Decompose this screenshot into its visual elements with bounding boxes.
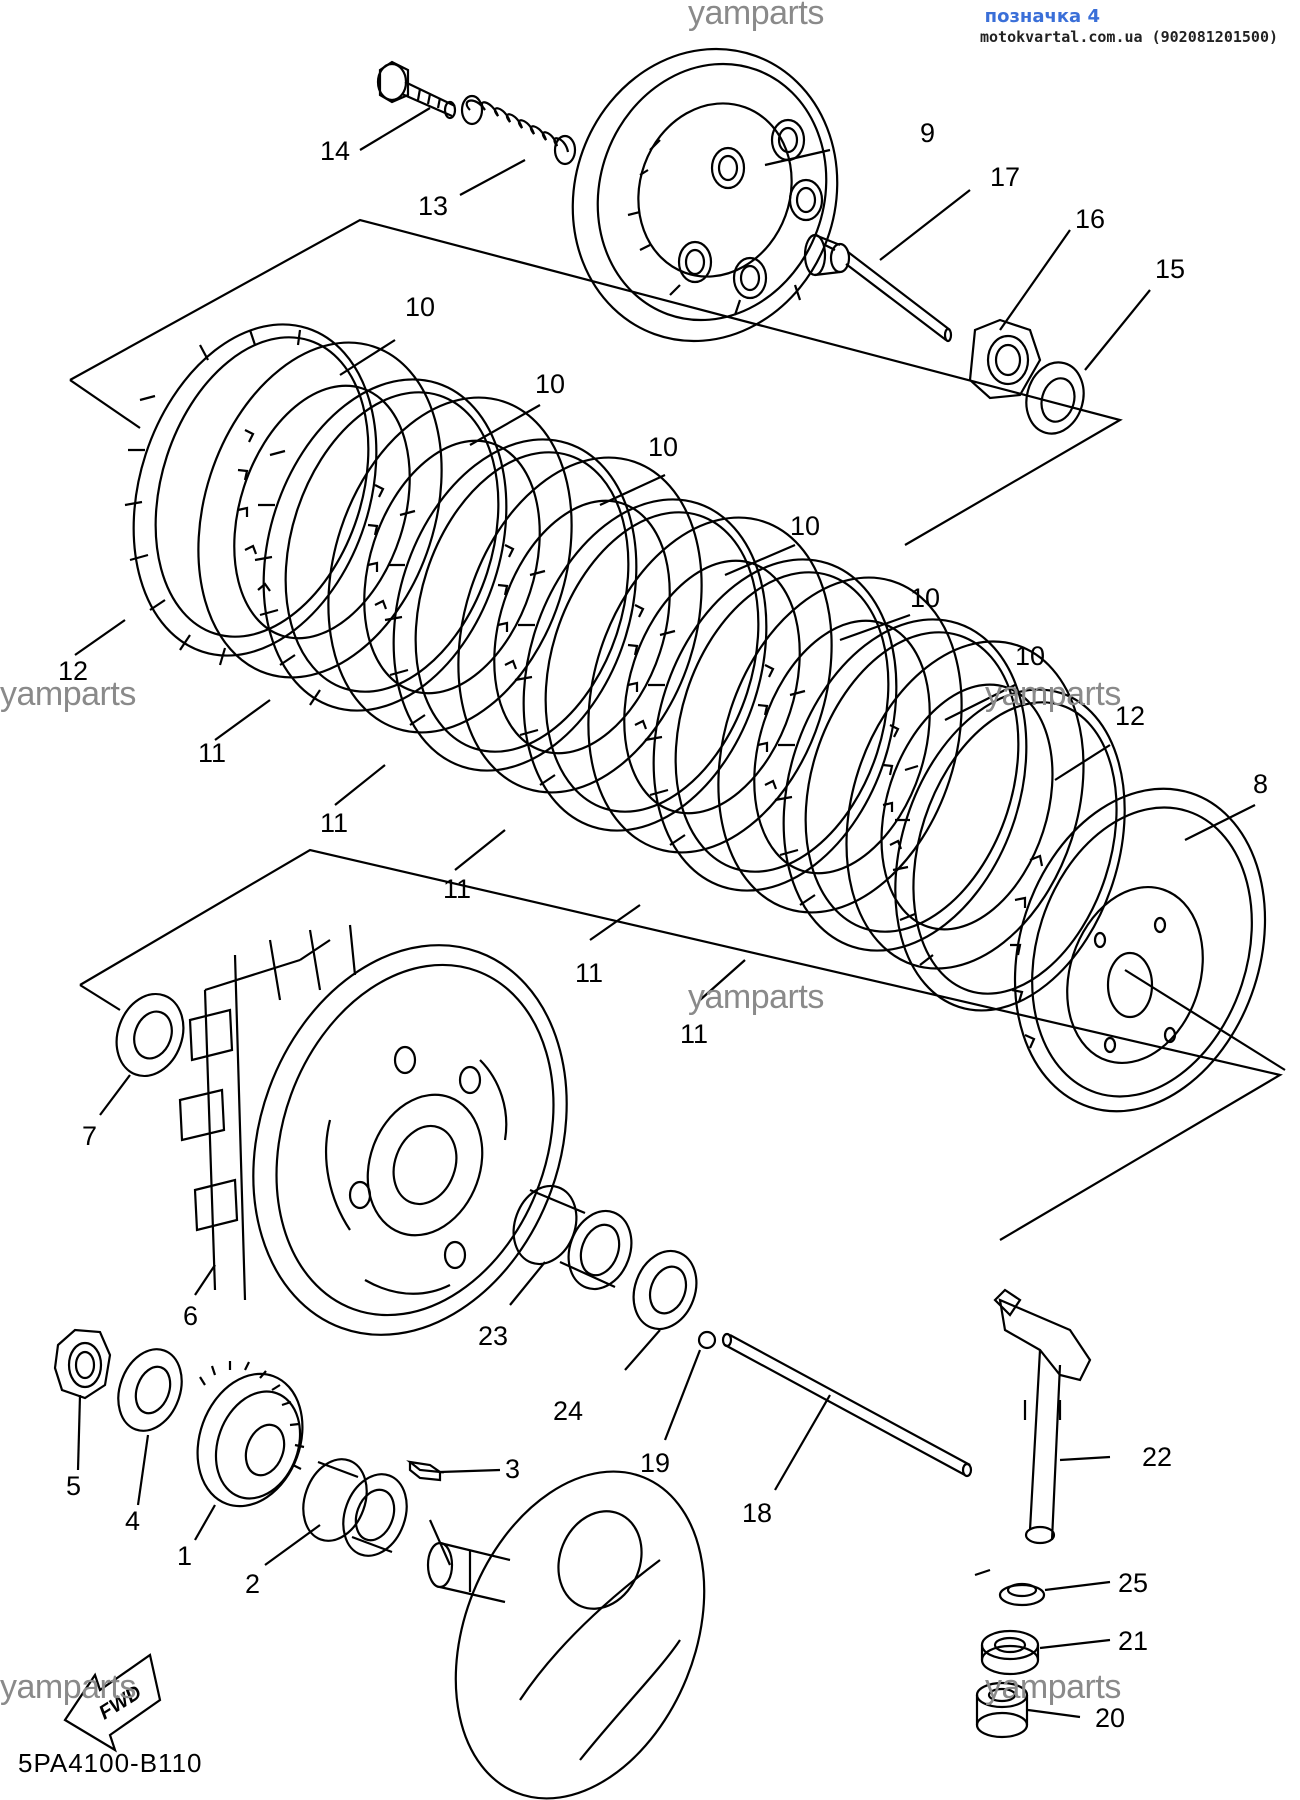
callout-10f: 10 [1015, 641, 1045, 671]
callout-13: 13 [418, 191, 448, 221]
push-rod-17 [803, 233, 953, 343]
clutch-plate-10d [587, 516, 833, 854]
clutch-plate-10c [457, 456, 703, 794]
primary-drive-gear-1 [196, 1361, 305, 1508]
callout-labels: 14 13 9 17 16 15 10 10 10 10 10 10 12 12… [58, 118, 1268, 1733]
washer-15 [1025, 361, 1085, 435]
collar-2 [302, 1458, 408, 1557]
watermark-bottom-left: yamparts [0, 1668, 136, 1706]
callout-11e: 11 [680, 1019, 708, 1049]
callout-6: 6 [183, 1301, 198, 1331]
callout-25: 25 [1118, 1568, 1148, 1598]
spring-13 [460, 94, 577, 166]
callout-11c: 11 [443, 874, 471, 904]
callout-12a: 12 [58, 656, 88, 686]
watermark-center: yamparts [688, 978, 824, 1016]
collar-23 [512, 1184, 633, 1291]
fwd-arrow [63, 1653, 162, 1753]
callout-10d: 10 [790, 511, 820, 541]
callout-7: 7 [82, 1121, 97, 1151]
callout-11a: 11 [198, 738, 226, 768]
callout-16: 16 [1075, 204, 1105, 234]
clutch-housing-6 [178, 924, 568, 1336]
circlip-25 [974, 1568, 1046, 1607]
friction-plate-11c [514, 498, 768, 832]
friction-plate-11b [384, 438, 638, 772]
friction-plate-12a [124, 323, 378, 666]
callout-10e: 10 [910, 583, 940, 613]
friction-plate-11a [254, 378, 508, 712]
nut-5 [53, 1328, 112, 1400]
diagram-code: 5PA4100-B110 [18, 1748, 203, 1778]
callout-23: 23 [478, 1321, 508, 1351]
callout-12b: 12 [1115, 701, 1145, 731]
callout-10c: 10 [648, 432, 678, 462]
hub-frame [79, 848, 1283, 1241]
callout-22: 22 [1142, 1442, 1172, 1472]
callout-21: 21 [1118, 1626, 1148, 1656]
clutch-plate-10e [717, 576, 963, 914]
friction-plate-12b [892, 688, 1126, 1012]
callout-18: 18 [742, 1498, 772, 1528]
clutch-plate-10f [845, 640, 1085, 970]
callout-2: 2 [245, 1569, 260, 1599]
friction-plate-11e [774, 618, 1028, 952]
header-label: позначка 4 [984, 6, 1100, 27]
clutch-boss-8 [1010, 787, 1267, 1113]
callout-24: 24 [553, 1396, 583, 1426]
clutch-plate-10b [327, 396, 573, 734]
push-rod-18 [721, 1332, 973, 1478]
callout-17: 17 [990, 162, 1020, 192]
callout-4: 4 [125, 1506, 140, 1536]
callout-11b: 11 [320, 808, 348, 838]
oil-seal-21 [980, 1629, 1040, 1676]
pressure-plate-9 [571, 47, 839, 343]
push-lever-shaft-22 [993, 1288, 1092, 1545]
callout-20: 20 [1095, 1703, 1125, 1733]
callout-14: 14 [320, 136, 350, 166]
watermark-left: yamparts [0, 675, 136, 713]
key-3 [406, 1460, 445, 1482]
callout-11d: 11 [575, 958, 603, 988]
bolt-14 [376, 60, 457, 120]
crankshaft [426, 1470, 706, 1800]
callout-1: 1 [177, 1541, 192, 1571]
callout-8: 8 [1253, 769, 1268, 799]
plate-stack-frame [69, 218, 1123, 546]
callout-19: 19 [640, 1448, 670, 1478]
callout-5: 5 [66, 1471, 81, 1501]
callout-10b: 10 [535, 369, 565, 399]
washer-24 [632, 1249, 698, 1331]
watermark-right: yamparts [985, 675, 1121, 713]
washer-7 [115, 992, 185, 1078]
leader-lines [74, 107, 1286, 1719]
callout-10a: 10 [405, 292, 435, 322]
watermark-bottom-right: yamparts [985, 1668, 1121, 1706]
callout-3: 3 [505, 1454, 520, 1484]
header-site: motokvartal.com.ua (902081201500) [979, 28, 1278, 46]
clutch-plate-10a [197, 341, 443, 679]
callout-9: 9 [920, 118, 935, 148]
friction-plate-11d [644, 558, 898, 892]
washer-4 [117, 1348, 183, 1432]
watermark-top: yamparts [688, 0, 824, 32]
callout-15: 15 [1155, 254, 1185, 284]
ball-19 [697, 1330, 717, 1350]
bearing-20 [975, 1681, 1029, 1739]
